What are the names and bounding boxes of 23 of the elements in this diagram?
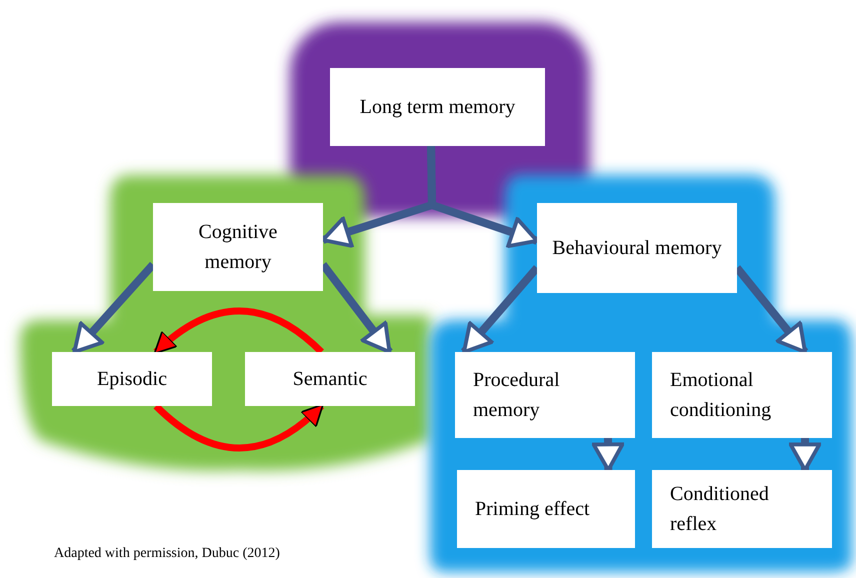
memory-box <box>330 68 545 146</box>
memory-box <box>245 352 415 406</box>
curved-arrow <box>154 308 324 355</box>
box-label: Episodic <box>97 367 167 392</box>
box-label: Long term memory <box>360 95 516 120</box>
memory-box <box>457 470 635 548</box>
memory-box <box>455 352 635 438</box>
box-label: Priming effect <box>475 497 590 522</box>
block-arrow <box>592 438 624 472</box>
box-label: Cognitive memory <box>198 220 278 275</box>
memory-box <box>153 203 323 291</box>
box-label: Emotional conditioning <box>670 368 772 423</box>
memory-box <box>537 203 737 293</box>
memory-box <box>52 352 212 406</box>
block-arrow <box>427 146 539 248</box>
box-label: Semantic <box>292 367 368 392</box>
box-label: Behavioural memory <box>552 236 722 261</box>
box-label: Conditioned reflex <box>670 482 770 537</box>
caption: Adapted with permission, Dubuc (2012) <box>54 546 280 562</box>
block-arrow <box>788 438 822 472</box>
box-label: Procedural memory <box>473 368 561 423</box>
memory-box <box>652 352 832 438</box>
memory-box <box>652 470 832 548</box>
